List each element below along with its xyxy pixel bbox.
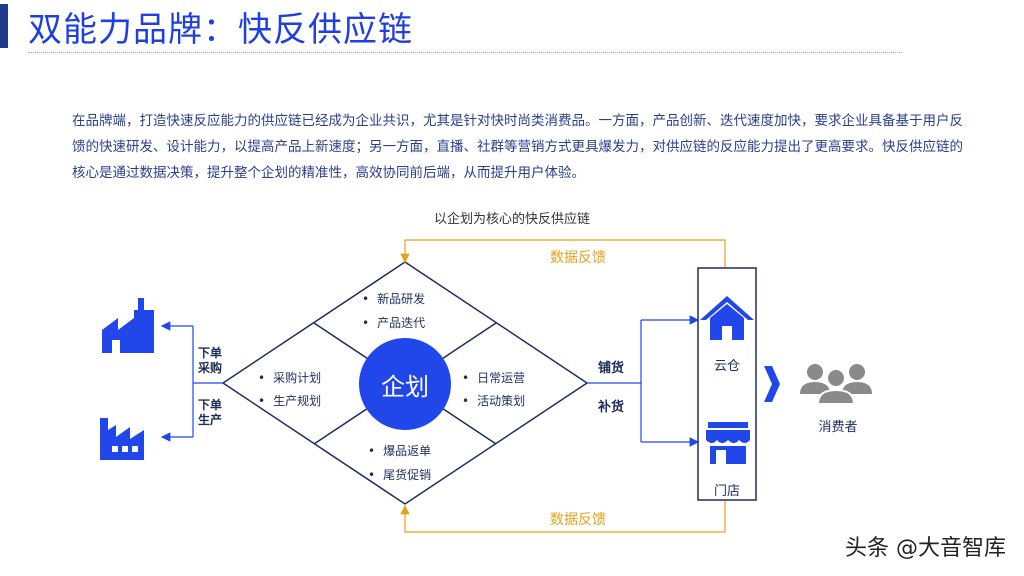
page-title: 双能力品牌：快反供应链	[28, 10, 413, 50]
left-item-1: 采购计划	[258, 369, 321, 386]
core-planning-circle: 企划	[359, 338, 451, 430]
chevron-right-icon	[764, 366, 780, 402]
factory-icon	[102, 298, 154, 353]
factory-small-icon	[100, 418, 144, 460]
house-icon	[700, 296, 754, 340]
channel-box	[697, 267, 757, 501]
order-produce-label: 下单 生产	[198, 398, 222, 428]
bottom-item-1: 爆品返单	[368, 442, 431, 459]
store-icon	[706, 422, 750, 464]
bottom-item-2: 尾货促销	[368, 466, 431, 483]
top-item-1: 新品研发	[362, 290, 425, 307]
order-purchase-line-1: 下单	[198, 346, 223, 360]
left-item-2: 生产规划	[258, 392, 321, 409]
distribute-label: 铺货	[598, 361, 625, 376]
cloud-warehouse-label: 云仓	[713, 359, 740, 374]
feedback-bottom-label: 数据反馈	[550, 512, 606, 528]
order-produce-line-1: 下单	[198, 398, 223, 412]
feedback-bottom-line	[400, 500, 726, 533]
store-label: 门店	[713, 484, 740, 499]
right-item-2: 活动策划	[462, 392, 525, 409]
order-purchase-line-2: 采购	[198, 361, 223, 375]
title-accent-bar	[0, 4, 8, 48]
consumer-label: 消费者	[818, 420, 858, 435]
replenish-label: 补货	[598, 400, 625, 415]
intro-paragraph: 在品牌端，打造快速反应能力的供应链已经成为企业共识，尤其是针对快时尚类消费品。一…	[72, 113, 963, 181]
diamond-outline	[221, 261, 589, 505]
order-purchase-label: 下单 采购	[198, 346, 222, 376]
right-item-1: 日常运营	[462, 369, 525, 386]
watermark: 头条 @大音智库	[845, 536, 1006, 561]
top-item-2: 产品迭代	[362, 314, 425, 331]
diagram-title: 以企划为核心的快反供应链	[433, 212, 590, 227]
consumers-icon	[800, 364, 872, 405]
order-produce-line-2: 生产	[198, 413, 223, 427]
feedback-top-label: 数据反馈	[550, 250, 606, 266]
title-divider	[28, 52, 902, 53]
feedback-top-line	[400, 239, 726, 268]
